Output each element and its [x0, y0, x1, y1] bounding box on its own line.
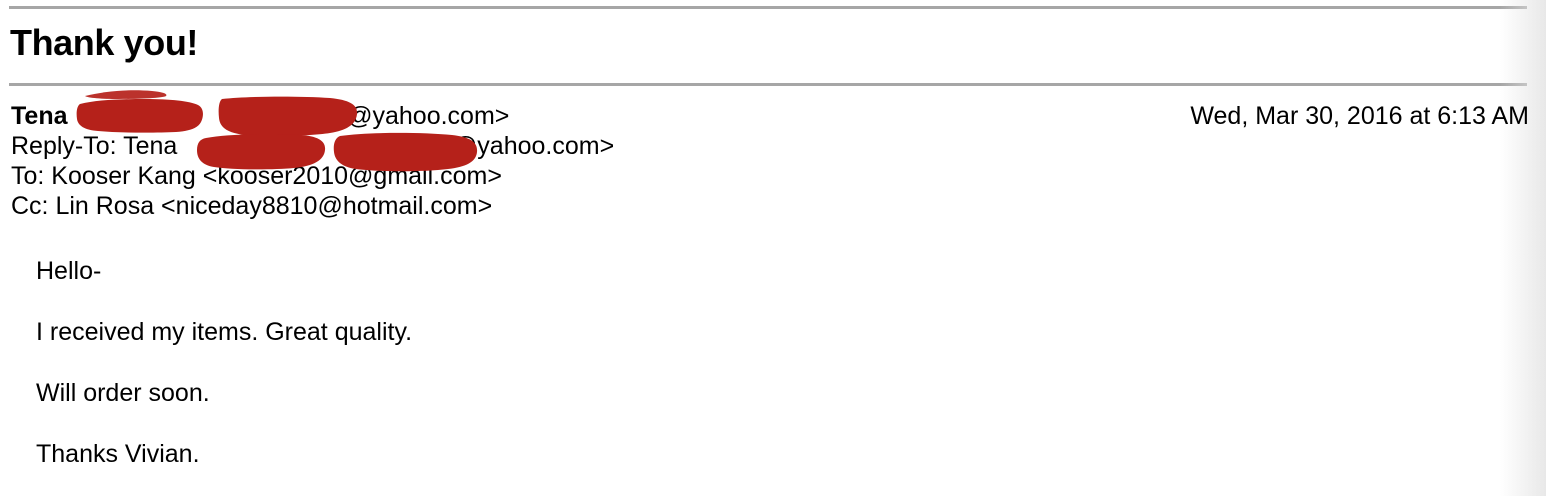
reply-to-open-bracket: < — [297, 132, 312, 160]
sender-name: Tena — [11, 102, 68, 130]
sender-line: Tena < @yahoo.com> — [11, 101, 614, 131]
top-divider — [9, 6, 1527, 9]
reply-to-line: Reply-To: Tena < @yahoo.com> — [11, 131, 614, 161]
body-paragraph: Will order soon. — [36, 379, 210, 407]
reply-to-name: Tena — [123, 132, 178, 160]
sender-open-bracket: < — [187, 102, 203, 130]
body-paragraph: Hello- — [36, 257, 102, 285]
cc-recipients: Cc: Lin Rosa <niceday8810@hotmail.com> — [11, 192, 493, 220]
body-paragraph: Thanks Vivian. — [36, 440, 200, 468]
page-title: Thank you! — [10, 22, 199, 63]
subject-divider — [9, 83, 1527, 86]
to-line: To: Kooser Kang <kooser2010@gmail.com> — [11, 161, 614, 191]
redaction-stroke-tail — [85, 90, 167, 99]
body-paragraph: I received my items. Great quality. — [36, 318, 413, 346]
to-recipients: To: Kooser Kang <kooser2010@gmail.com> — [11, 162, 502, 190]
message-headers: Tena < @yahoo.com> Reply-To: Tena < @yahoo.c… — [11, 101, 614, 221]
reply-to-email-domain: @yahoo.com> — [451, 132, 615, 160]
cc-line: Cc: Lin Rosa <niceday8810@hotmail.com> — [11, 191, 614, 221]
message-body: Hello- I received my items. Great qualit… — [36, 256, 412, 469]
message-timestamp: Wed, Mar 30, 2016 at 6:13 AM — [1190, 102, 1529, 130]
reply-to-label: Reply-To: — [11, 132, 124, 160]
sender-email-domain: @yahoo.com> — [347, 102, 510, 130]
